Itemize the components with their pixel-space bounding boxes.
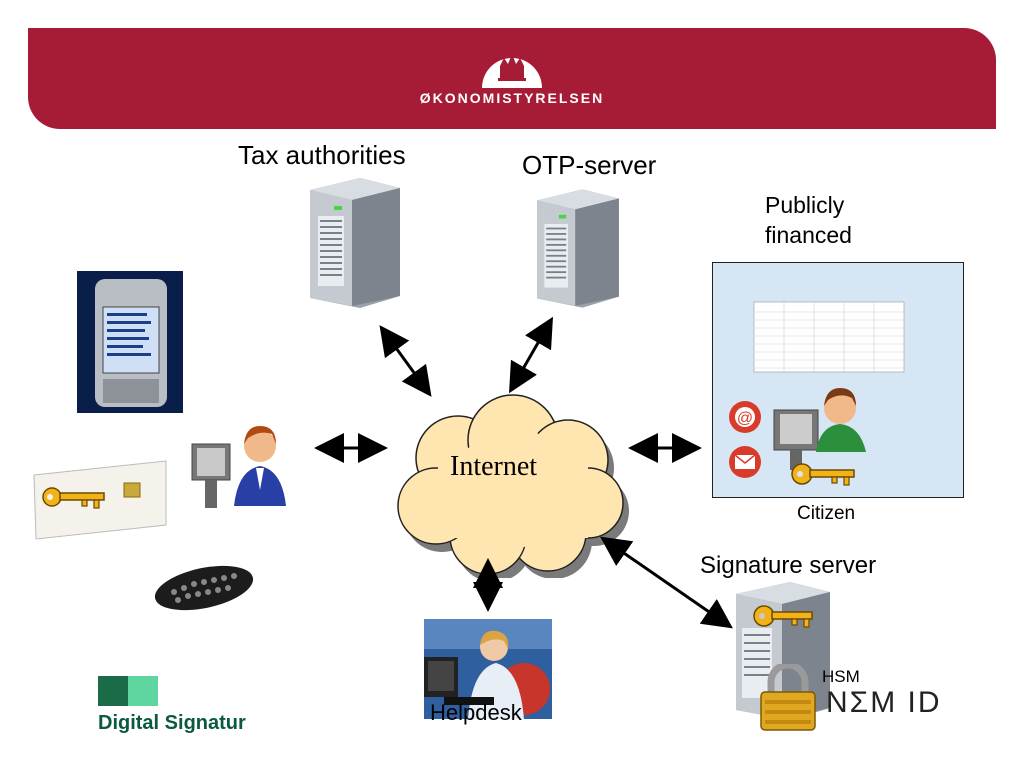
helpdesk-photo-icon [424, 619, 552, 719]
internet-cloud-icon [397, 394, 629, 578]
citizen-screen-panel: @ [712, 262, 964, 498]
padlock-icon [760, 664, 816, 731]
citizen-label: Citizen [797, 503, 856, 524]
tax-server-icon [310, 178, 400, 308]
brand-name: ØKONOMISTYRELSEN [419, 90, 605, 106]
otp-server-label: OTP-server [522, 150, 657, 180]
internet-label: Internet [450, 451, 538, 482]
arrow-tax-internet [379, 325, 432, 397]
otp-server-icon [537, 189, 619, 308]
user-computer-icon [191, 426, 286, 508]
arrow-otp-internet [509, 316, 553, 394]
nemid-logo: NΣM ID [826, 686, 942, 719]
publicly-financed-line1: Publicly [765, 192, 845, 218]
crown-logo-icon [482, 54, 542, 88]
mobile-phone-icon [77, 271, 183, 413]
digital-signatur-logo: Digital Signatur [98, 712, 246, 734]
tax-authorities-label: Tax authorities [238, 140, 406, 170]
ds-logo-dark-square [98, 676, 128, 706]
arrow-internet-signature [600, 536, 733, 629]
helpdesk-label: Helpdesk [430, 700, 522, 725]
key-fob-icon [154, 565, 254, 611]
smart-card-icon [33, 460, 167, 540]
ds-logo-light-square [128, 676, 158, 706]
signature-server-label: Signature server [700, 552, 877, 579]
publicly-financed-line2: financed [765, 222, 852, 248]
hsm-label: HSM [822, 667, 860, 686]
svg-text:@: @ [737, 410, 753, 427]
